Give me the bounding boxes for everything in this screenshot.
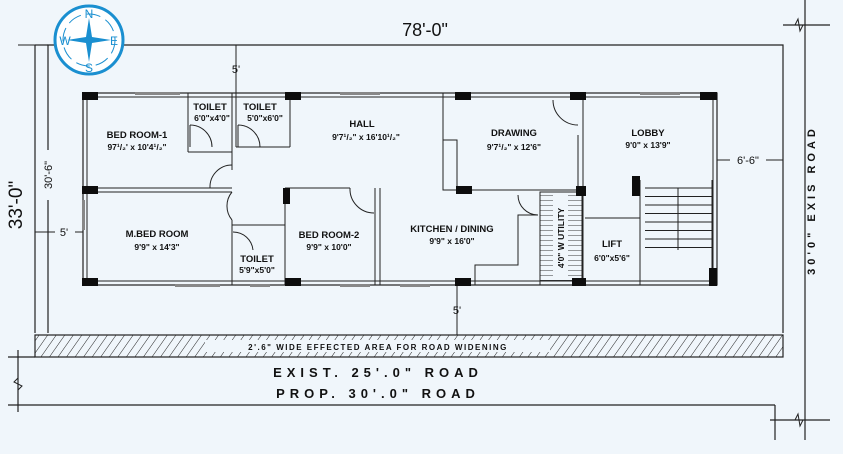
room-size: 9'9" x 14'3" xyxy=(134,242,179,252)
room-size: 9'0" x 13'9" xyxy=(625,140,670,150)
room-name: HALL xyxy=(349,119,375,130)
overall-depth-label: 33'-0" xyxy=(6,181,27,229)
room-name: LIFT xyxy=(602,239,622,250)
inner-depth-label: 30'-6" xyxy=(43,161,55,189)
room-size: 5'9"x5'0" xyxy=(239,265,275,275)
dimension-lines xyxy=(18,44,783,335)
room-name: BED ROOM-2 xyxy=(299,230,360,241)
room-size: 6'0"x4'0" xyxy=(194,113,230,123)
top-setback-label: 5' xyxy=(232,64,240,76)
room-size: 5'0"x6'0" xyxy=(247,113,283,123)
room-name: TOILET xyxy=(240,254,274,265)
room-size: 9'7¹/₂" x 12'6" xyxy=(487,142,541,152)
room-size: 6'0"x5'6" xyxy=(594,253,630,263)
side-road-label: 30'0" EXIS ROAD xyxy=(806,125,818,275)
room-labels: BED ROOM-1 97¹/₂' x 10'4¹/₂" TOILET 6'0"… xyxy=(107,102,671,280)
svg-text:S: S xyxy=(85,61,93,75)
overall-width-label: 78'-0" xyxy=(402,20,448,40)
svg-text:W: W xyxy=(59,34,71,48)
room-name: TOILET xyxy=(193,102,227,113)
road-widening-note: 2'.6" WIDE EFFECTED AREA FOR ROAD WIDENI… xyxy=(248,343,508,352)
svg-text:N: N xyxy=(85,7,94,21)
staircase xyxy=(645,187,712,250)
plot-boundary xyxy=(34,44,784,333)
road-lines xyxy=(8,0,830,440)
room-size: 9'9" x 16'0" xyxy=(429,236,474,246)
windows xyxy=(82,92,680,287)
existing-road-label: EXIST. 25'.0" ROAD xyxy=(273,365,483,380)
room-size: 9'9" x 10'0" xyxy=(306,242,351,252)
room-name: KITCHEN / DINING xyxy=(410,224,493,235)
svg-text:E: E xyxy=(110,34,118,48)
doors xyxy=(189,99,579,251)
room-size: 97¹/₂' x 10'4¹/₂" xyxy=(107,142,166,152)
utility-label: 4'0" W UTILITY xyxy=(556,207,566,268)
room-name: LOBBY xyxy=(631,128,665,139)
bottom-setback-label: 5' xyxy=(453,305,461,317)
right-setback-label: 6'-6" xyxy=(737,155,759,167)
room-size: 9'7¹/₂" x 16'10¹/₂" xyxy=(332,132,400,142)
room-name: BED ROOM-1 xyxy=(107,130,168,141)
columns xyxy=(82,92,717,286)
room-name: M.BED ROOM xyxy=(126,229,189,240)
room-name: DRAWING xyxy=(491,128,537,139)
compass-icon: N S E W xyxy=(53,4,125,76)
room-name: TOILET xyxy=(243,102,277,113)
proposed-road-label: PROP. 30'.0" ROAD xyxy=(276,386,480,401)
left-setback-label: 5' xyxy=(60,227,68,239)
